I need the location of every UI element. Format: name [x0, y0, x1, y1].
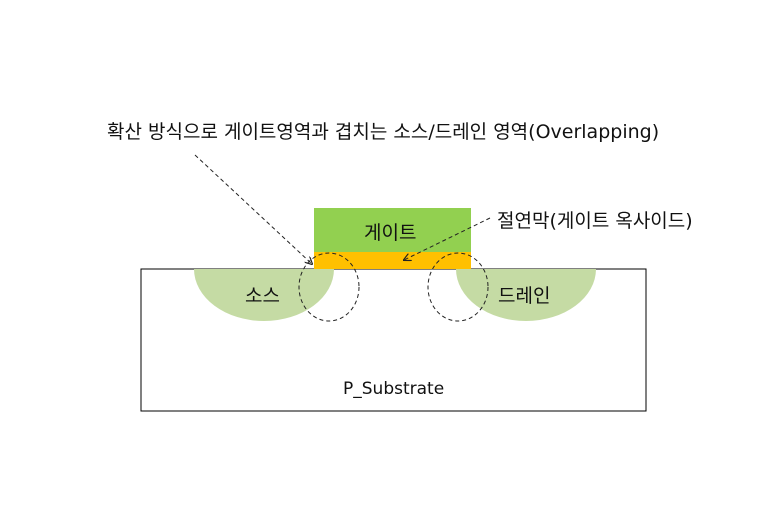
gate-oxide-layer — [314, 252, 471, 269]
drain-label: 드레인 — [498, 285, 551, 307]
drain-overlap-circle — [427, 252, 489, 322]
oxide-arrow — [404, 217, 491, 260]
drain-region — [456, 269, 596, 321]
overlap-arrow — [194, 154, 312, 264]
gate-oxide-label: 절연막(게이트 옥사이드) — [497, 210, 693, 232]
source-label: 소스 — [245, 285, 280, 307]
source-overlap-circle — [298, 252, 360, 322]
substrate-label: P_Substrate — [343, 379, 445, 399]
gate-label: 게이트 — [364, 222, 417, 244]
gate-block — [314, 208, 471, 252]
overlap-title-label: 확산 방식으로 게이트영역과 겹치는 소스/드레인 영역(Overlapping… — [107, 121, 660, 143]
